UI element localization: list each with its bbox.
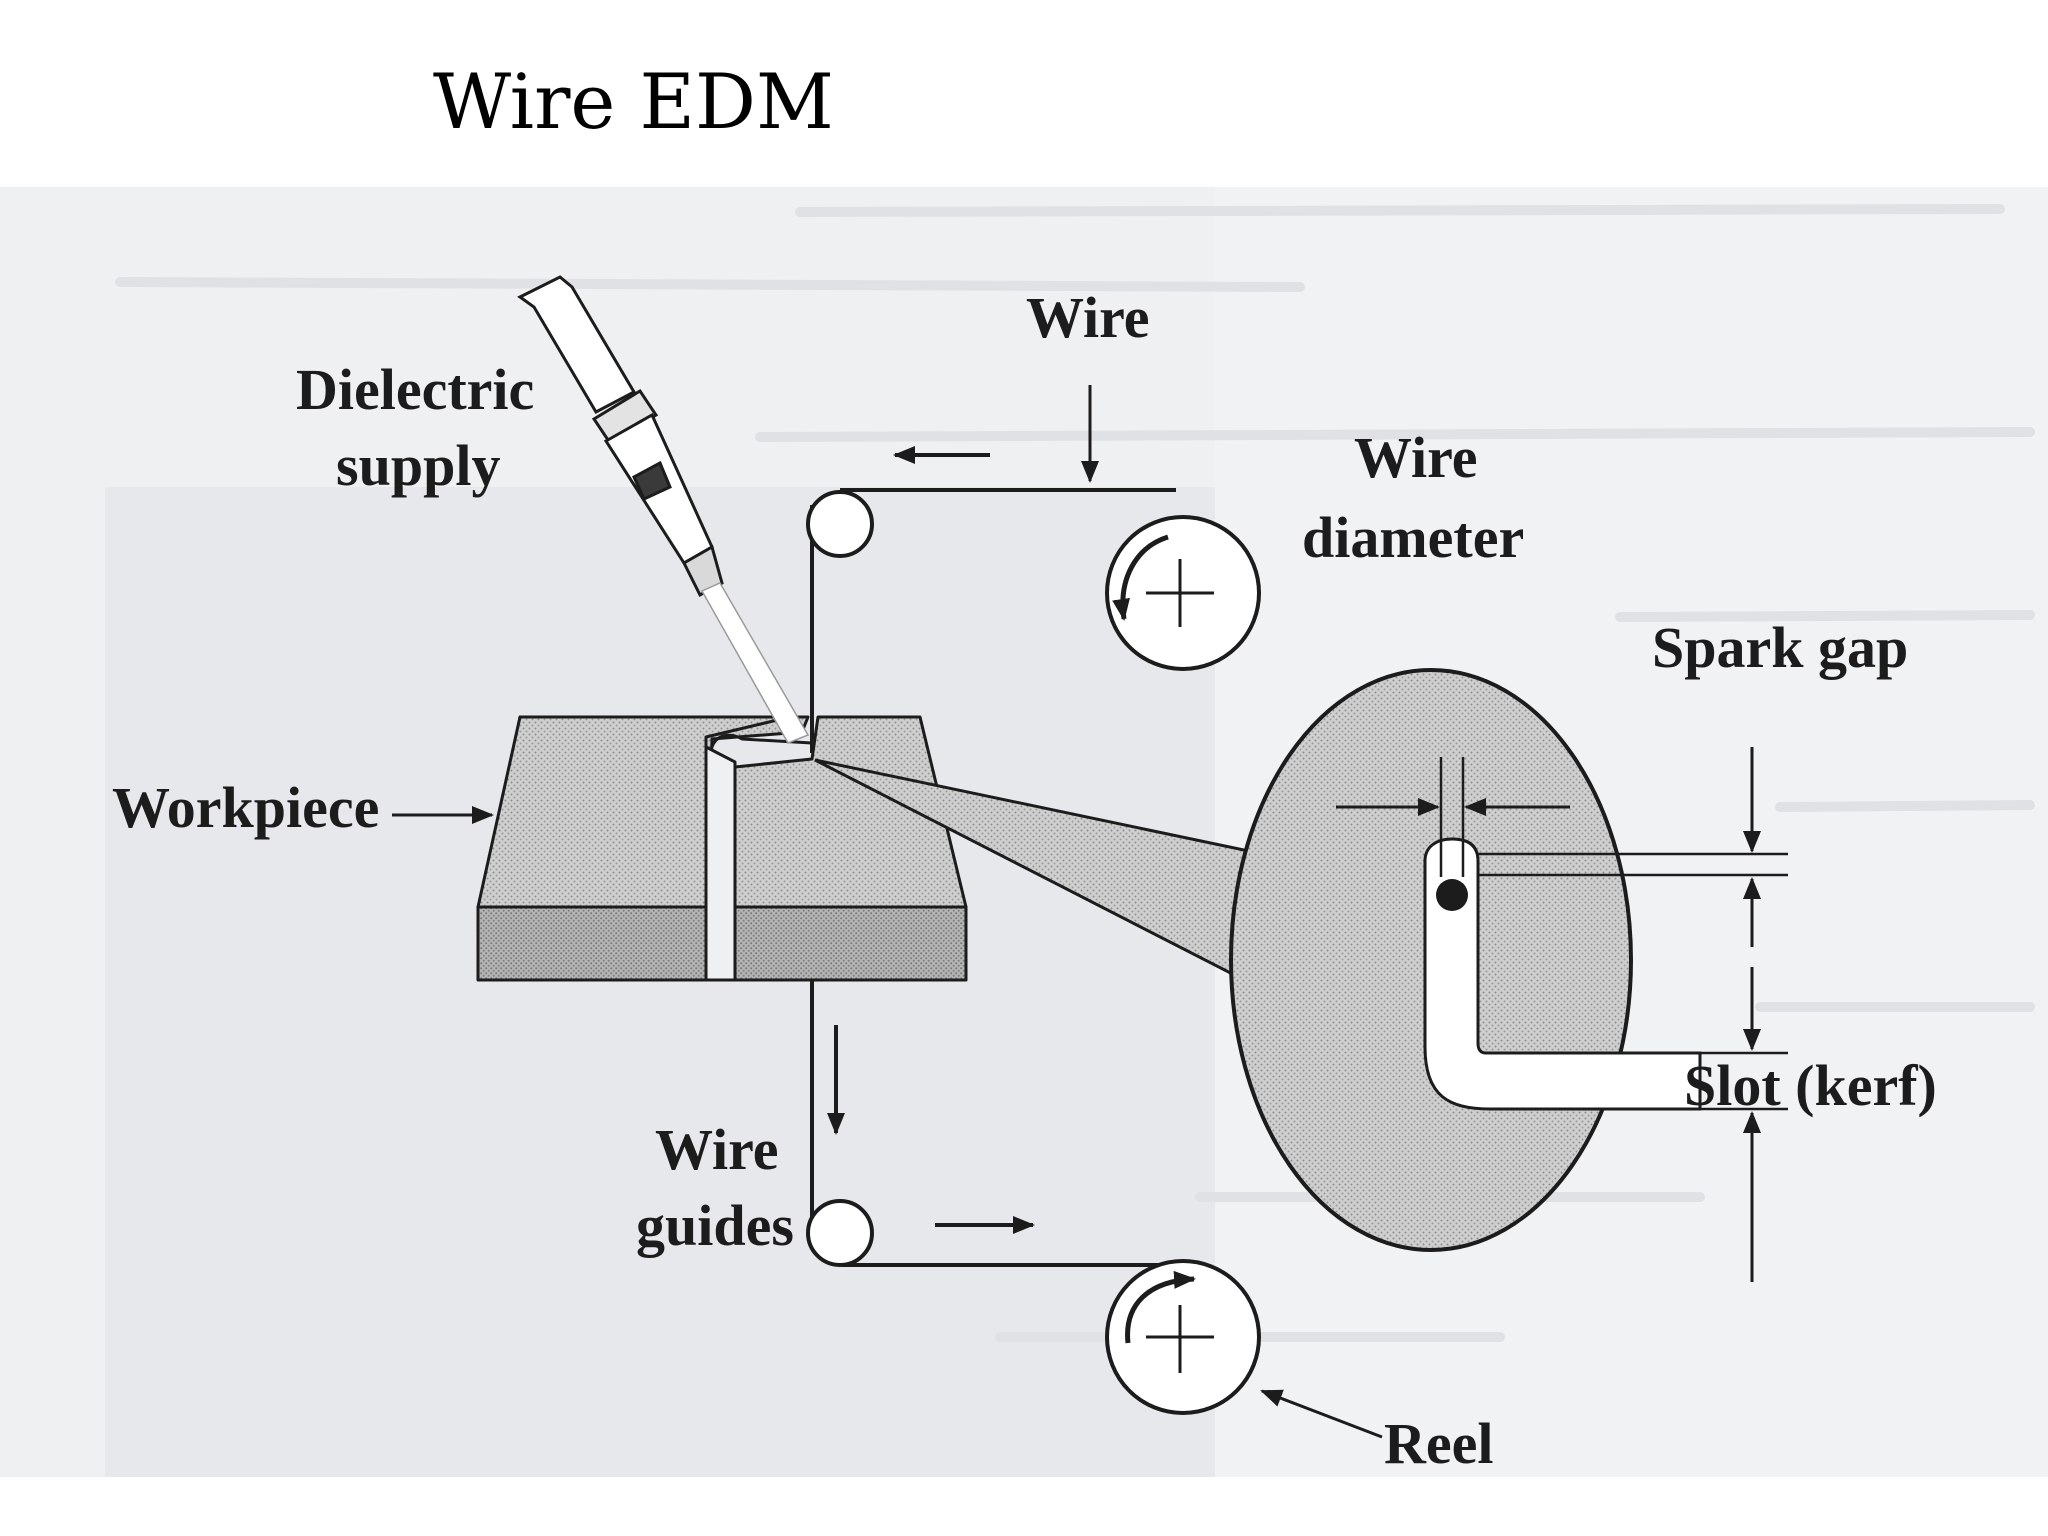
wire-edm-diagram: Dielectric supply Wire Wire diameter Spa… xyxy=(0,187,2048,1477)
detail-slot xyxy=(1423,837,1702,1111)
dielectric-nozzle xyxy=(517,275,810,744)
take-up-reel-rotation-arrow xyxy=(1125,1270,1196,1344)
nozzle-tip xyxy=(682,544,724,598)
wire-path xyxy=(810,488,1176,1267)
label-wire-diameter-line1: Wire xyxy=(1354,425,1478,490)
nozzle-dark-band xyxy=(632,460,672,501)
label-wire-guides-line1: Wire xyxy=(655,1117,779,1182)
upper-wire-guide xyxy=(806,490,874,558)
take-up-reel xyxy=(1105,1259,1261,1415)
supply-reel-rotation-arrow xyxy=(1112,534,1169,621)
label-dielectric-line2: supply xyxy=(336,433,500,498)
scan-left-shade xyxy=(105,487,1215,1477)
workpiece-left-front xyxy=(476,905,708,982)
kerf-slot xyxy=(704,745,737,982)
dimension-lines xyxy=(1439,757,1788,1111)
label-workpiece: Workpiece xyxy=(112,775,379,840)
label-wire-top: Wire xyxy=(1026,285,1150,350)
label-slot-kerf: Slot (kerf) xyxy=(1684,1053,1937,1118)
wire-direction-arrows xyxy=(827,446,1035,1234)
supply-reel xyxy=(1105,515,1261,671)
workpiece-right-front xyxy=(733,905,968,982)
label-pointers xyxy=(392,385,1383,1439)
label-wire-guides-line2: guides xyxy=(636,1193,794,1258)
wire-cross-section xyxy=(1436,879,1468,911)
reel-pointer xyxy=(1260,1389,1383,1439)
label-wire-diameter-line2: diameter xyxy=(1302,505,1524,570)
dielectric-spray xyxy=(700,582,810,744)
magnified-detail xyxy=(814,668,1788,1282)
label-reel: Reel xyxy=(1384,1411,1494,1476)
nozzle-collar xyxy=(591,388,659,446)
workpiece xyxy=(476,715,968,982)
lower-wire-guide xyxy=(806,1199,874,1267)
nozzle-hose xyxy=(517,275,637,414)
label-dielectric-line1: Dielectric xyxy=(296,357,534,422)
slide-title: Wire EDM xyxy=(433,57,834,146)
label-spark-gap: Spark gap xyxy=(1652,615,1908,680)
